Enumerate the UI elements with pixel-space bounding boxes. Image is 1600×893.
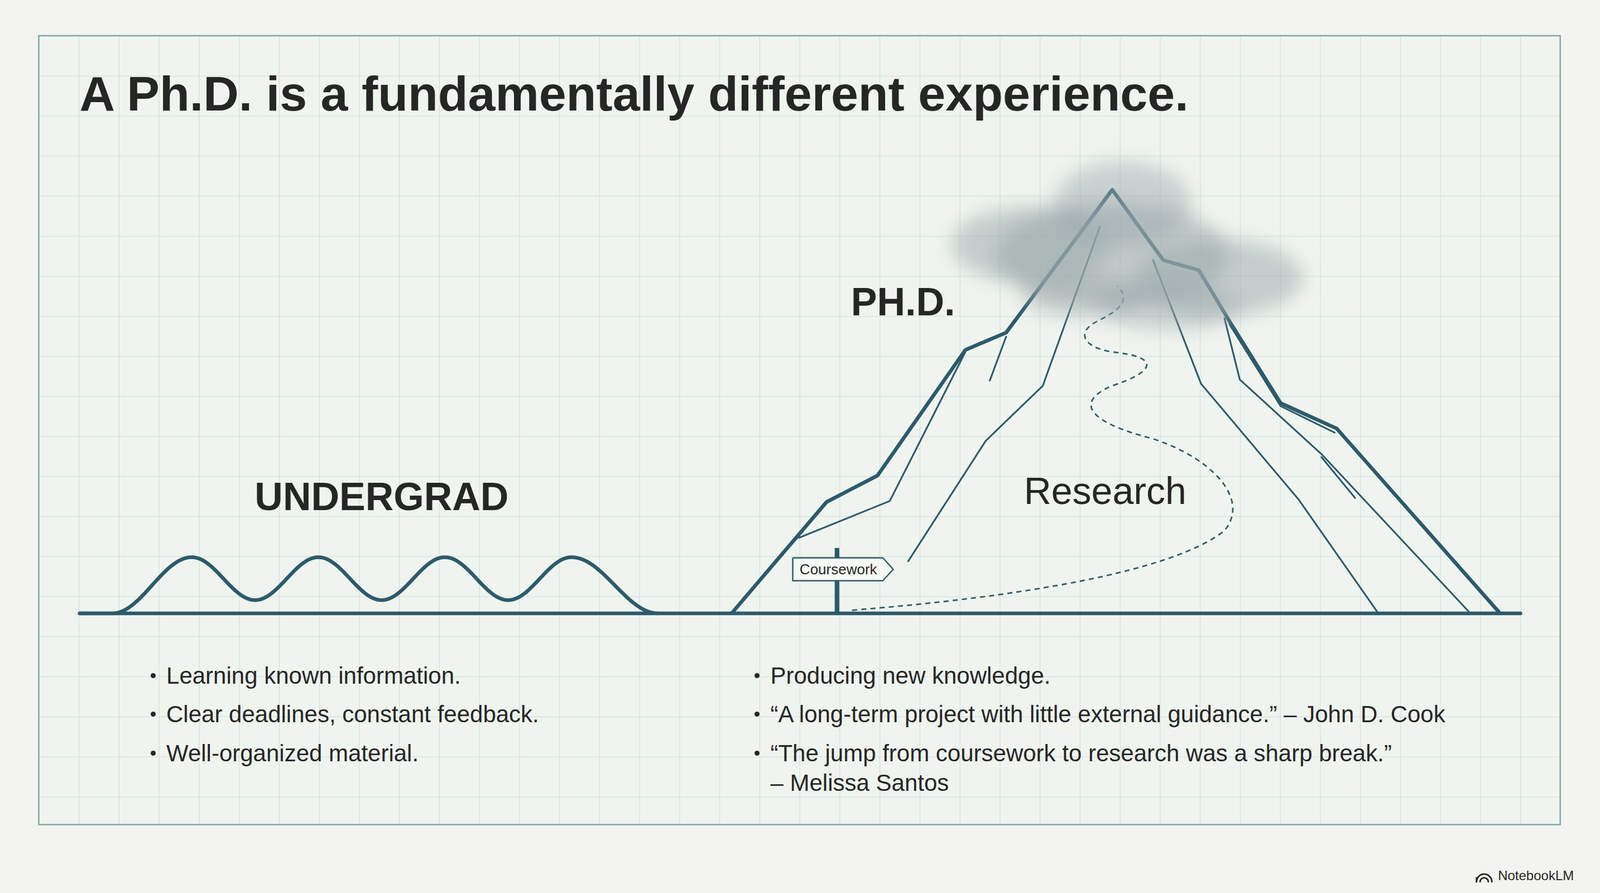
bullet-dot (754, 711, 760, 717)
mountain-node: PH.D. ResearchCoursework (731, 189, 1501, 614)
watermark: NotebookLM (1497, 867, 1574, 884)
watermark-icon (1476, 873, 1492, 882)
cloud (950, 161, 1304, 331)
bullet-text: Learning known information. (166, 660, 461, 691)
section-heading: UNDERGRAD (254, 474, 509, 520)
slide-title: A Ph.D. is a fundamentally different exp… (79, 66, 1189, 121)
cloud-puff (1053, 161, 1193, 248)
ridge-line (990, 336, 1007, 381)
bullet-text: Clear deadlines, constant feedback. (166, 699, 540, 729)
ridge-line (1321, 457, 1356, 498)
quote-text: “The jump from coursework to research wa… (770, 738, 1400, 798)
slide-frame (38, 35, 1560, 825)
bullet-dot (150, 750, 156, 756)
phd-heading: PH.D. (851, 279, 956, 325)
slide-panel (38, 35, 1560, 825)
grid-paper (38, 35, 1560, 825)
research-label: Research (1024, 468, 1187, 513)
signpost-shape (792, 558, 893, 581)
quote-text: “A long-term project with little externa… (770, 699, 1445, 729)
bullet-text: Producing new knowledge. (770, 660, 1051, 691)
ridge-line (1229, 324, 1335, 433)
ridge-line (1224, 318, 1470, 613)
mountain-outline (731, 189, 1501, 614)
bullet-text: Well-organized material. (166, 738, 419, 768)
wave-line (79, 556, 659, 614)
undergrad-waves (79, 556, 659, 614)
ground-line (79, 611, 1521, 616)
signpost-node: Coursework (791, 556, 895, 582)
signpost-label: Coursework (799, 560, 878, 578)
bullet-dot (150, 673, 156, 679)
cloud-puff (1020, 273, 1143, 319)
mountain-line (731, 189, 1501, 614)
bullet-dot (754, 673, 760, 679)
bullet-dot (150, 711, 156, 717)
bullet-dot (754, 750, 760, 756)
trail-path (852, 285, 1233, 610)
